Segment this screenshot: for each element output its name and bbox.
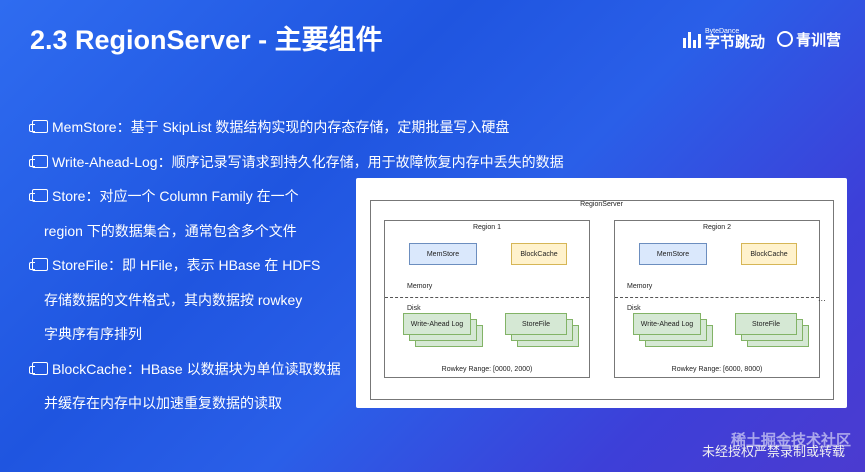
juejin-watermark: 稀土掘金技术社区: [730, 431, 851, 449]
region-2: Region 2 MemStore BlockCache Memory Disk…: [614, 220, 820, 378]
bullet-memstore: MemStore：基于 SkipList 数据结构实现的内存态存储，定期批量写入…: [29, 110, 592, 145]
memory-label: Memory: [407, 283, 433, 290]
bytedance-icon: [682, 30, 701, 48]
memstore-box: MemStore: [639, 243, 707, 265]
rowkey-range: Rowkey Range: [0000, 2000): [441, 366, 533, 373]
rowkey-range: Rowkey Range: [6000, 8000): [671, 366, 763, 373]
bullet-list: MemStore：基于 SkipList 数据结构实现的内存态存储，定期批量写入…: [29, 110, 592, 421]
storefile-box: StoreFile: [735, 313, 797, 335]
bullet-storefile: StoreFile：即 HFile，表示 HBase 在 HDFS 存储数据的文…: [29, 248, 592, 352]
region-title: Region 2: [702, 224, 732, 231]
copyright-notice: 未经授权严禁录制或转载: [701, 445, 845, 460]
memory-disk-divider: [615, 297, 819, 298]
bullet-store: Store：对应一个 Column Family 在一个 region 下的数据…: [29, 179, 592, 248]
wal-box: Write-Ahead Log: [403, 313, 471, 335]
hand-pointer-icon: [29, 258, 48, 271]
region-title: Region 1: [472, 224, 502, 231]
bullet-blockcache: BlockCache：HBase 以数据块为单位读取数据 并缓存在内存中以加速重…: [29, 352, 592, 421]
bullet-wal: Write-Ahead-Log：顺序记录写请求到持久化存储，用于故障恢复内存中丢…: [29, 145, 592, 180]
bytedance-logo: ByteDance 字节跳动: [682, 28, 765, 51]
wal-box: Write-Ahead Log: [633, 313, 701, 335]
brand-logos: ByteDance 字节跳动 青训营: [682, 28, 841, 51]
region-1: Region 1 MemStore BlockCache Memory Disk…: [384, 220, 590, 378]
regionserver-box: [370, 200, 834, 400]
hand-pointer-icon: [29, 189, 48, 202]
hand-pointer-icon: [29, 361, 48, 375]
qingxunying-text: 青训营: [795, 30, 841, 49]
memory-disk-divider: [385, 297, 589, 298]
hand-pointer-icon: [29, 120, 48, 133]
blockcache-box: BlockCache: [511, 243, 567, 265]
hand-pointer-icon: [29, 154, 48, 168]
blockcache-box: BlockCache: [741, 243, 797, 265]
bytedance-small-text: ByteDance: [704, 28, 740, 35]
qingxunying-logo: 青训营: [776, 29, 841, 50]
more-regions-ellipsis: ...: [818, 294, 826, 303]
memory-label: Memory: [627, 283, 653, 290]
regionserver-diagram: RegionServer Region 1 MemStore BlockCach…: [356, 178, 847, 408]
regionserver-label: RegionServer: [580, 201, 623, 208]
storefile-box: StoreFile: [505, 313, 567, 335]
memstore-box: MemStore: [409, 243, 477, 265]
disk-label: Disk: [407, 305, 421, 312]
qingxunying-icon: [776, 31, 793, 47]
disk-label: Disk: [627, 305, 641, 312]
slide-title: 2.3 RegionServer - 主要组件: [30, 25, 383, 55]
bytedance-text: 字节跳动: [704, 33, 765, 51]
